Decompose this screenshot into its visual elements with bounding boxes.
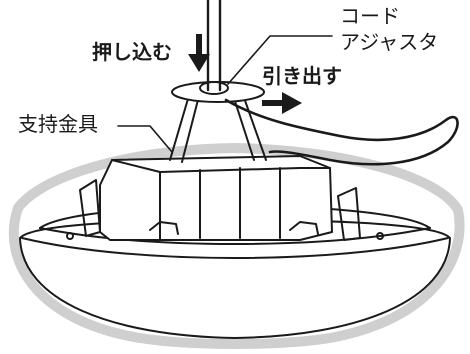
- left-tab: [79, 179, 101, 237]
- cord: [224, 98, 459, 166]
- pull-out-label: 引き出す: [262, 64, 342, 88]
- housing-box: [99, 155, 333, 241]
- bracket-right-arm: [231, 91, 267, 161]
- clip-left: [149, 221, 179, 235]
- dome-rim: [21, 237, 449, 259]
- dome-inner-rim: [39, 227, 431, 245]
- push-in-arrow-icon: [188, 34, 210, 72]
- cord-adjuster-label-line1: コード: [340, 4, 400, 28]
- right-tab: [337, 187, 361, 241]
- hanging-rod: [206, 0, 222, 92]
- screw-left: [66, 232, 74, 240]
- leader-support-bracket: [117, 125, 173, 153]
- leader-cord-adjuster: [227, 35, 333, 85]
- pull-out-arrow-icon: [262, 92, 302, 114]
- clip-right: [289, 221, 319, 235]
- housing-top: [111, 159, 331, 173]
- housing-ribs: [199, 167, 281, 239]
- cord-adjuster-label-line2: アジャスタ: [340, 30, 439, 54]
- support-bracket-label: 支持金具: [18, 112, 98, 136]
- bracket-left-arm: [169, 91, 201, 163]
- cord-adjuster: [199, 81, 229, 95]
- screw-right: [376, 232, 384, 240]
- push-in-label: 押し込む: [92, 40, 172, 64]
